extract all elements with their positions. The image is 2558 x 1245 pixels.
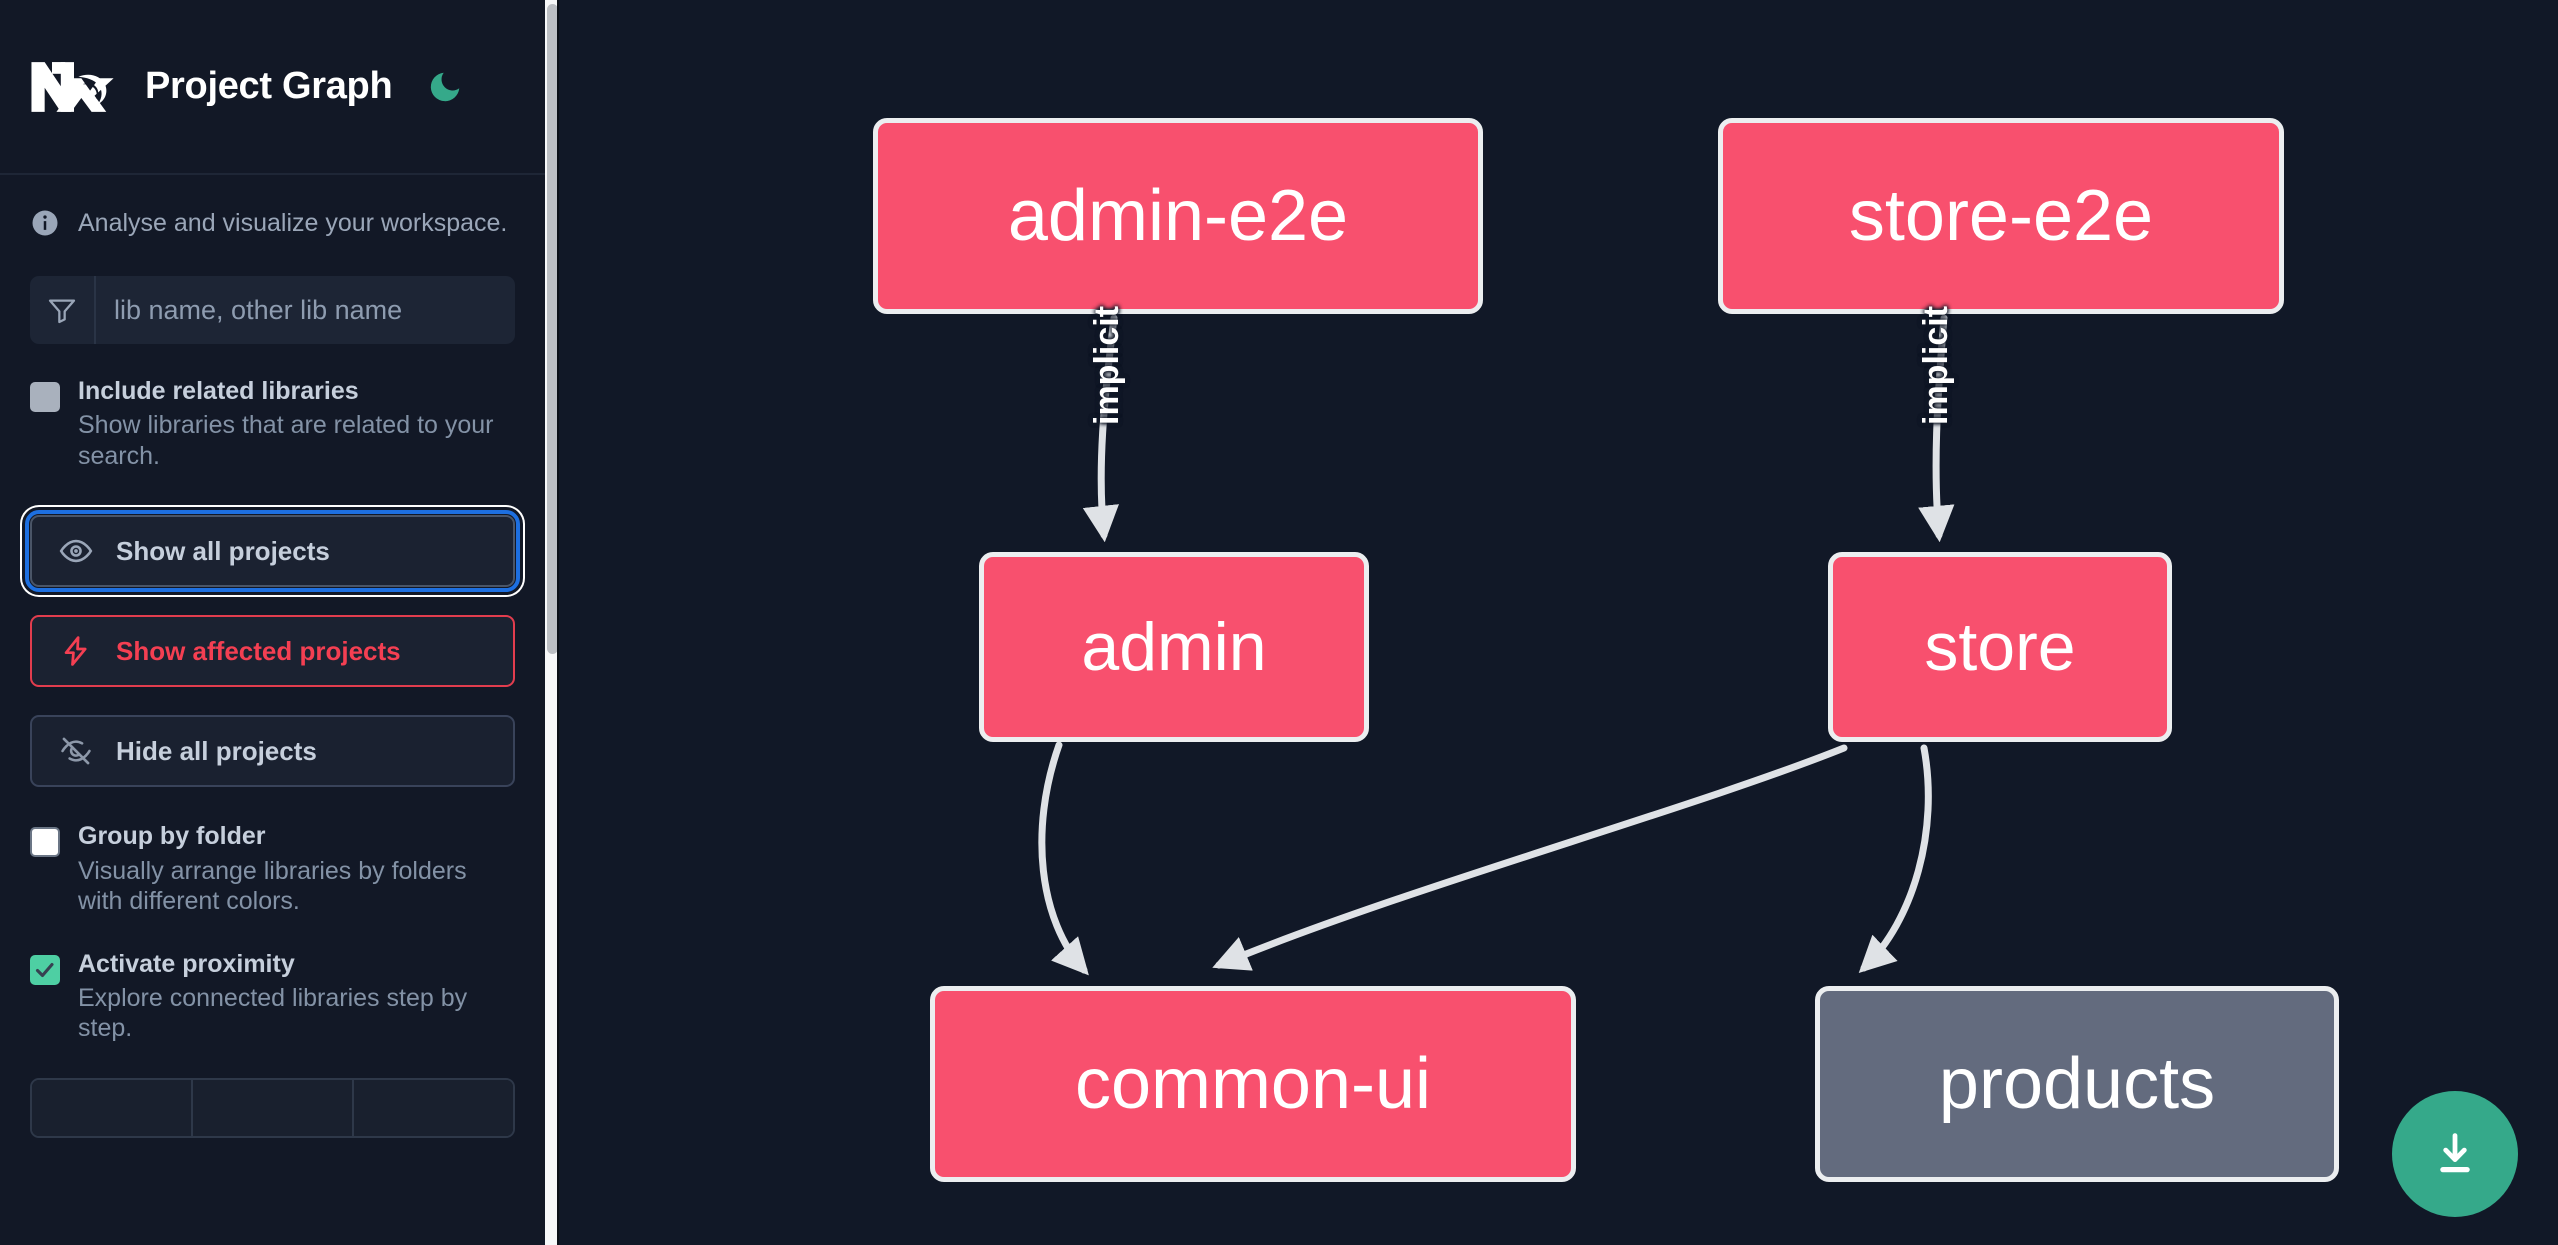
option-activate-proximity[interactable]: Activate proximity Explore connected lib… [0,917,545,1044]
show-all-projects-button[interactable]: Show all projects [25,510,520,593]
group-by-folder-checkbox[interactable] [30,827,60,858]
show-affected-projects-label: Show affected projects [116,635,401,666]
edge-store-products [1858,744,1932,974]
projects-button-group: Show all projects Show affected projects [0,471,545,788]
show-affected-projects-button[interactable]: Show affected projects [30,615,515,688]
eye-icon [56,531,96,571]
edge-label-store-e2e-store: implicit [1917,305,1955,425]
activate-proximity-label: Activate proximity [78,949,295,978]
group-by-folder-label: Group by folder [78,822,266,851]
page-title: Project Graph [145,65,393,107]
graph-node-label: admin-e2e [1007,176,1349,256]
graph-node-common-ui[interactable]: common-ui [930,986,1576,1182]
workspace-info: Analyse and visualize your workspace. [0,175,545,238]
proximity-step-segmented-control[interactable] [30,1077,515,1138]
sidebar-scrollbar[interactable] [545,0,559,1245]
edge-store-common-ui [1212,744,1848,971]
option-group-by-folder[interactable]: Group by folder Visually arrange librari… [0,815,545,916]
search-input[interactable] [96,276,515,344]
edge-store-e2e-store [1918,314,1955,543]
hide-all-projects-button[interactable]: Hide all projects [30,715,515,788]
info-icon [30,208,60,238]
proximity-step-segment-2[interactable] [193,1079,354,1136]
download-graph-button[interactable] [2392,1091,2518,1217]
sidebar: Project Graph Analyse and visualize your… [0,0,559,1245]
graph-node-products[interactable]: products [1815,986,2339,1182]
graph-node-label: store [1924,609,2076,685]
graph-node-label: store-e2e [1848,176,2154,256]
edge-admin-common-ui [1038,741,1089,976]
show-all-projects-label: Show all projects [116,535,330,566]
hide-all-projects-label: Hide all projects [116,735,317,766]
graph-node-store[interactable]: store [1828,552,2172,742]
graph-node-label: admin [1081,609,1267,685]
graph-node-store-e2e[interactable]: store-e2e [1718,118,2284,314]
search-container[interactable] [30,276,515,344]
sidebar-content: Project Graph Analyse and visualize your… [0,0,545,1245]
graph-canvas[interactable]: implicit implicit admin-e2e store-e2e admin… [559,0,2558,1245]
workspace-info-text: Analyse and visualize your workspace. [78,208,508,237]
include-related-libraries-checkbox[interactable] [30,382,60,412]
graph-node-label: products [1938,1044,2216,1124]
edge-admin-e2e-admin [1082,314,1119,543]
eye-off-icon [56,731,96,771]
nx-logo [30,56,118,118]
proximity-step-segment-3[interactable] [354,1079,513,1136]
filter-icon [30,276,96,344]
proximity-step-segment-1[interactable] [32,1079,193,1136]
graph-edges-layer [1038,314,1955,976]
edge-label-admin-e2e-admin: implicit [1088,305,1126,425]
graph-node-label: common-ui [1074,1044,1432,1124]
moon-icon[interactable] [424,66,466,108]
lightning-icon [56,631,96,671]
sidebar-divider [557,0,559,1245]
sidebar-header: Project Graph [0,0,545,175]
group-by-folder-description: Visually arrange libraries by folders wi… [78,856,467,916]
include-related-libraries-description: Show libraries that are related to your … [78,411,494,470]
sidebar-scrollbar-thumb[interactable] [547,4,558,654]
activate-proximity-checkbox[interactable] [30,954,60,985]
graph-node-admin-e2e[interactable]: admin-e2e [873,118,1483,314]
option-include-related-libraries[interactable]: Include related libraries Show libraries… [0,344,545,471]
activate-proximity-description: Explore connected libraries step by step… [78,983,468,1043]
include-related-libraries-label: Include related libraries [78,377,359,405]
graph-node-admin[interactable]: admin [979,552,1369,742]
